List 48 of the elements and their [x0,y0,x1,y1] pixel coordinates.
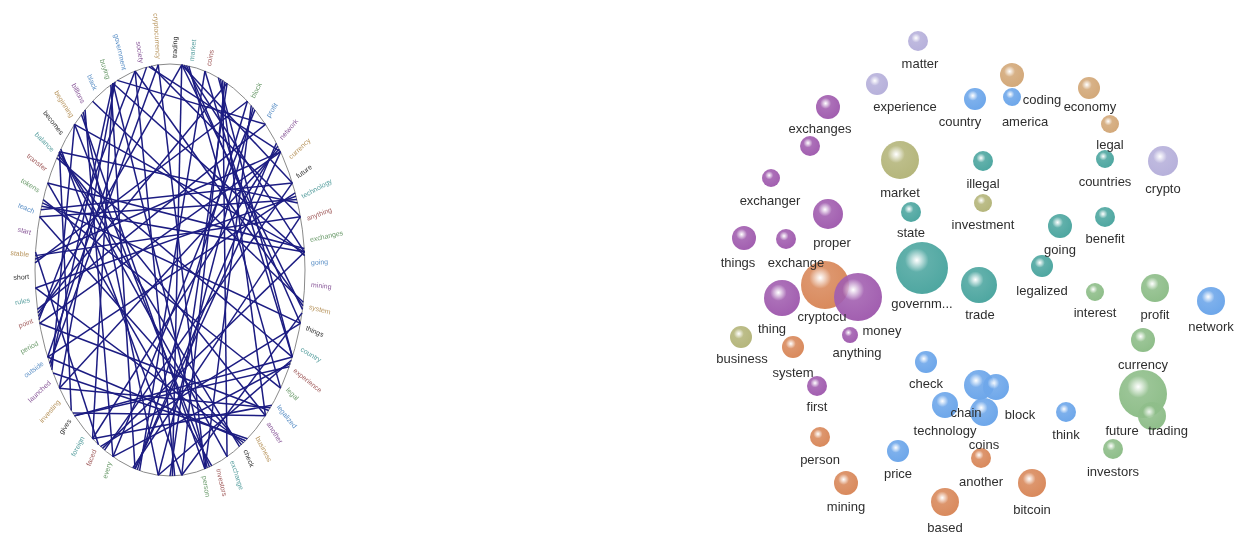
word-label: thing [757,320,787,336]
word-label: matter [901,55,939,71]
word-label: coding [1022,91,1062,107]
word-label: market [880,184,920,200]
word-label: things [720,254,756,270]
word-label: first [806,398,828,414]
word-label: investment [951,216,1015,232]
word-label: interest [1073,304,1117,320]
word-label: business [716,350,768,366]
word-label: another [958,473,1004,489]
word-label: block [1004,406,1036,422]
word-label: exchanger [739,192,801,208]
word-label: system [772,364,814,380]
word-label: countries [1078,173,1132,189]
word-label: governm... [891,295,953,311]
word-label: network [1188,318,1234,334]
word-label: based [927,519,963,535]
word-label: currency [1118,356,1168,372]
word-label: anything [832,344,882,360]
word-label: future [1105,422,1139,438]
word-label: benefit [1085,230,1125,246]
word-label: legalized [1016,282,1068,298]
word-label: trading [1148,422,1188,438]
word-label: mining [826,498,866,514]
word-label: check [909,375,943,391]
word-label: investors [1087,463,1139,479]
word-label: legal [1096,136,1124,152]
word-label: technology [913,422,977,438]
word-label: cryptocu [797,308,847,324]
word-label: crypto [1145,180,1181,196]
word-label: exchanges [788,120,852,136]
word-label: country [938,113,982,129]
word-label: price [883,465,913,481]
word-label: experience [873,98,937,114]
word-label: economy [1063,98,1117,114]
word-label: think [1052,426,1080,442]
word-label: bitcoin [1013,501,1051,517]
word-label: trade [965,306,995,322]
word-label: state [896,224,926,240]
word-label: proper [813,234,851,250]
word-label: america [1001,113,1049,129]
word-label: person [800,451,840,467]
word-label: illegal [966,175,1000,191]
word-label: exchange [767,254,825,270]
word-label: chain [950,404,982,420]
word-label: profit [1140,306,1170,322]
word-label: going [1044,241,1076,257]
word-label: money [862,322,902,338]
